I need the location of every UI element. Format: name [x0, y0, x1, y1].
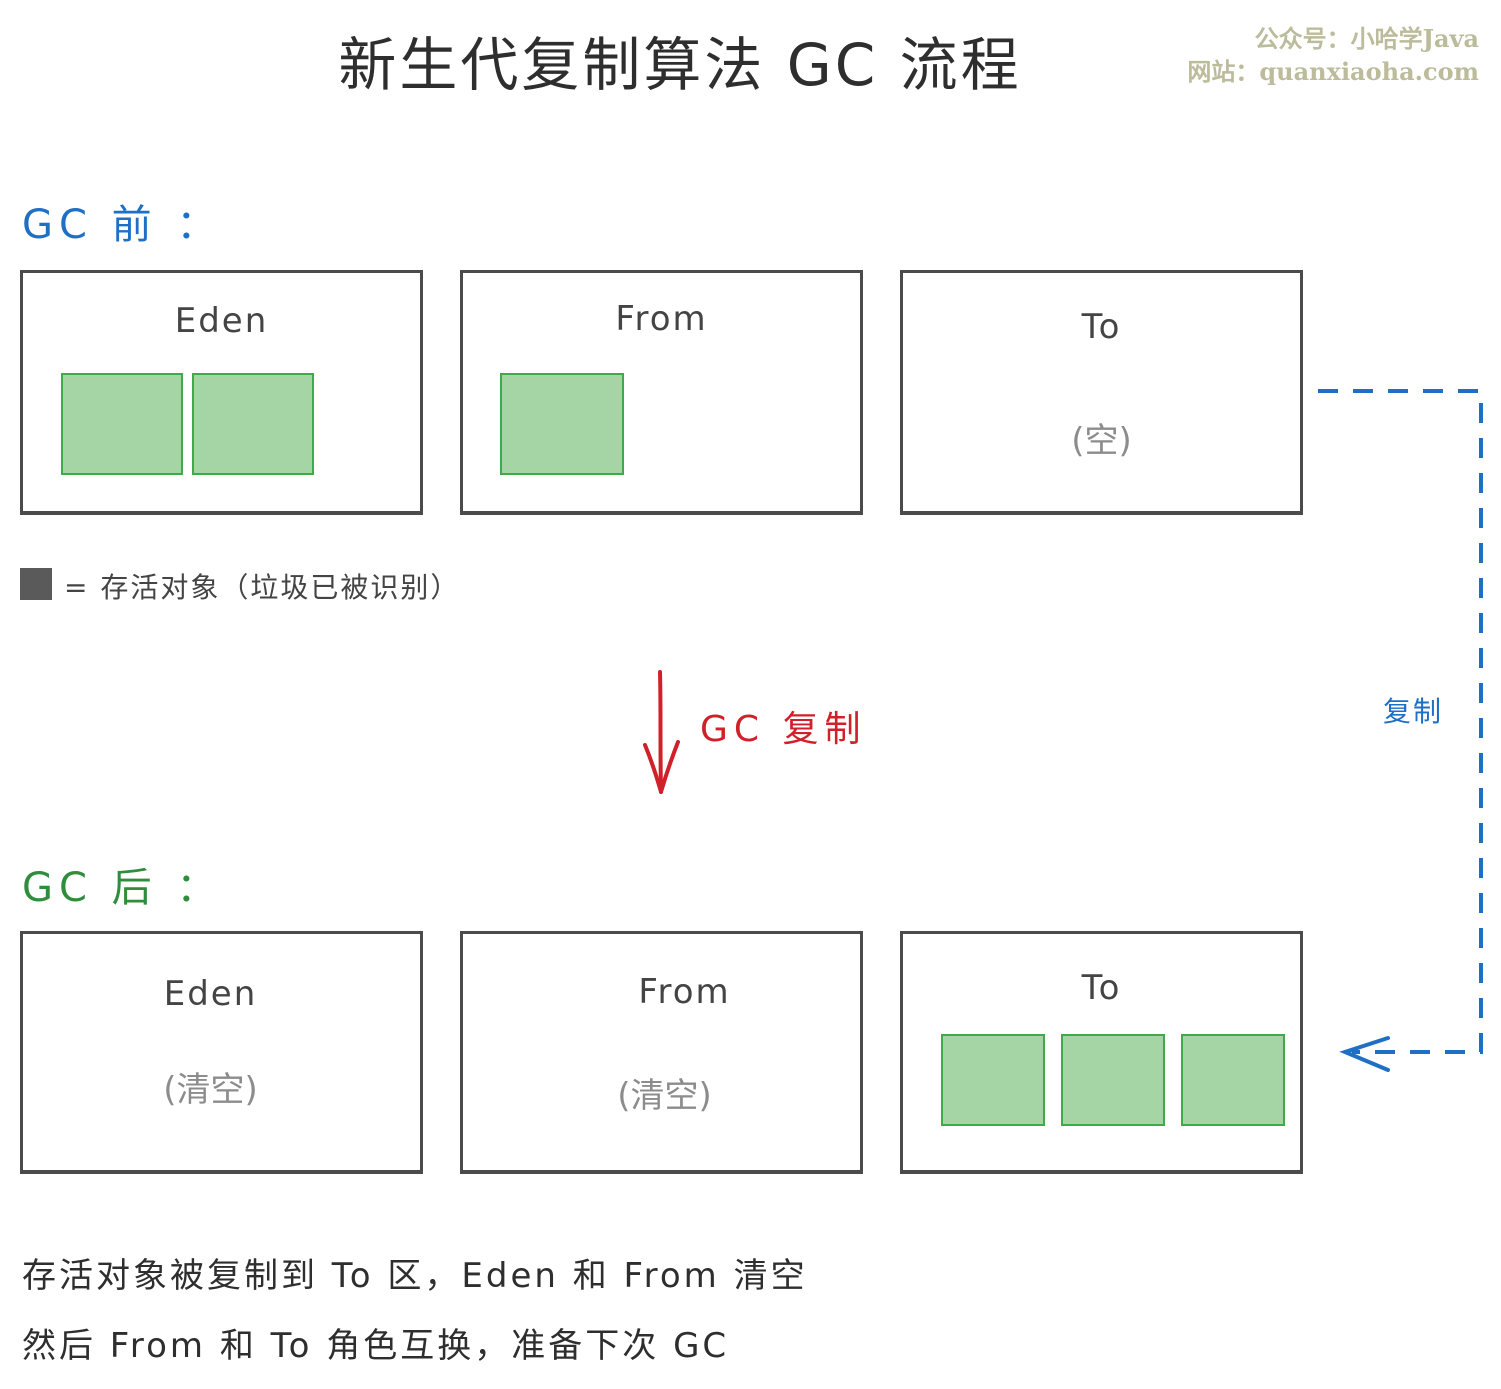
- before-from-name: From: [615, 299, 708, 339]
- copy-dashed-arrow: [1318, 389, 1483, 1072]
- gc-down-arrow: [643, 670, 680, 794]
- before-to-note: (空): [1071, 421, 1132, 461]
- live-object: [1181, 1034, 1285, 1126]
- legend-swatch: [20, 568, 52, 600]
- live-object: [500, 373, 624, 475]
- watermark-line-2: 网站：quanxiaoha.com: [1187, 57, 1479, 86]
- before-to-name: To: [1081, 307, 1122, 347]
- caption-line-2: 然后 From 和 To 角色互换，准备下次 GC: [22, 1326, 730, 1366]
- after-to-name: To: [1081, 968, 1122, 1008]
- after-from-box: From (清空): [460, 931, 863, 1174]
- after-to-box: To: [900, 931, 1303, 1174]
- page-title: 新生代复制算法 GC 流程: [338, 31, 1022, 99]
- after-eden-name: Eden: [163, 974, 258, 1014]
- live-object: [192, 373, 314, 475]
- after-eden-box: Eden (清空): [20, 931, 423, 1174]
- copy-label: 复制: [1383, 695, 1444, 728]
- after-gc-label: GC 后 ：: [22, 865, 223, 911]
- before-to-box: To (空): [900, 270, 1303, 515]
- after-eden-note: (清空): [163, 1070, 258, 1110]
- after-from-name: From: [638, 972, 731, 1012]
- watermark-line-1: 公众号：小哈学Java: [1254, 24, 1479, 53]
- before-gc-label: GC 前 ：: [22, 202, 223, 248]
- before-eden-name: Eden: [174, 301, 269, 341]
- before-eden-box: Eden: [20, 270, 423, 515]
- legend-text: = 存活对象（垃圾已被识别）: [64, 571, 461, 604]
- before-from-box: From: [460, 270, 863, 515]
- live-object: [61, 373, 183, 475]
- live-object: [941, 1034, 1045, 1126]
- live-object: [1061, 1034, 1165, 1126]
- after-from-note: (清空): [617, 1076, 712, 1116]
- watermark: 公众号：小哈学Java 网站：quanxiaoha.com: [1187, 22, 1479, 88]
- gc-copy-label: GC 复制: [700, 709, 867, 750]
- caption-line-1: 存活对象被复制到 To 区，Eden 和 From 清空: [22, 1256, 808, 1296]
